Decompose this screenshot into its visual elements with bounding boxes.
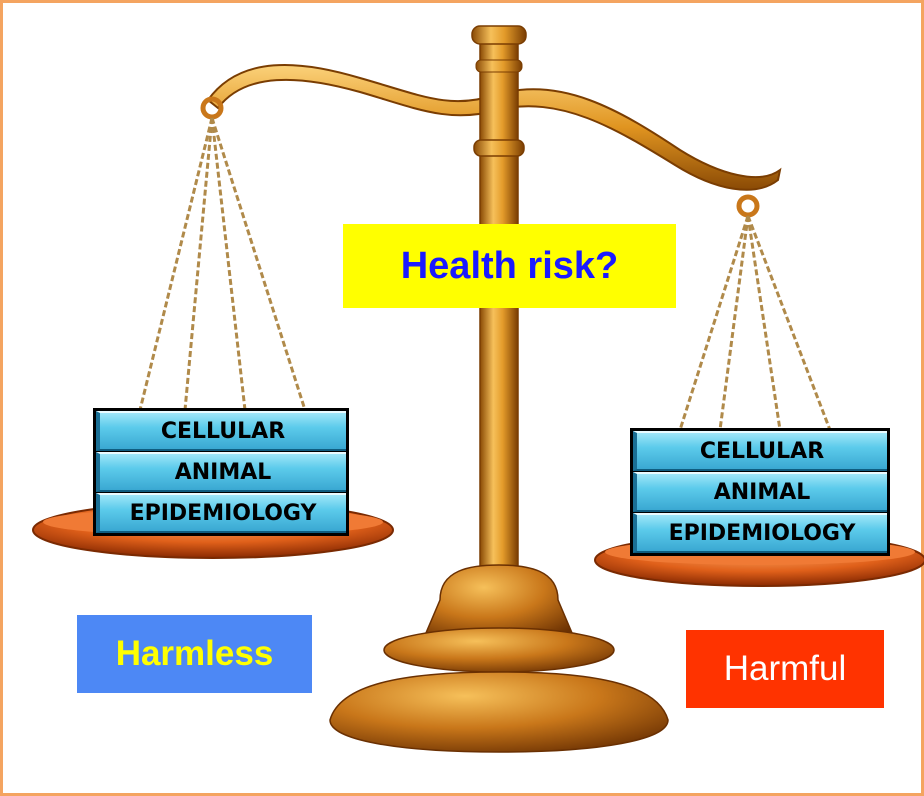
scale-base-lower [329, 671, 669, 753]
right-book-animal: ANIMAL [633, 472, 887, 512]
left-chains [138, 117, 307, 411]
right-chains [678, 215, 832, 431]
post-collar [473, 139, 525, 157]
right-book-epidemiology: EPIDEMIOLOGY [633, 513, 887, 553]
harmless-label-box: Harmless [77, 615, 312, 693]
question-label-box: Health risk? [343, 224, 676, 308]
right-book-cellular: CELLULAR [633, 431, 887, 471]
left-book-cellular: CELLULAR [96, 411, 346, 451]
post-cap [471, 25, 527, 45]
scale-base-middle [383, 627, 615, 673]
left-hook [200, 96, 224, 120]
scale-beam [206, 63, 782, 191]
left-book-animal: ANIMAL [96, 452, 346, 492]
harmless-label: Harmless [115, 634, 274, 673]
right-book-stack: CELLULAR ANIMAL EPIDEMIOLOGY [630, 428, 890, 556]
question-label: Health risk? [400, 244, 619, 287]
scale-post [479, 37, 519, 599]
right-hook [736, 194, 760, 218]
harmful-label-box: Harmful [686, 630, 884, 708]
left-book-epidemiology: EPIDEMIOLOGY [96, 493, 346, 533]
post-ring [475, 59, 523, 73]
scale-base-upper [421, 564, 577, 641]
harmful-label: Harmful [723, 649, 847, 688]
left-book-stack: CELLULAR ANIMAL EPIDEMIOLOGY [93, 408, 349, 536]
